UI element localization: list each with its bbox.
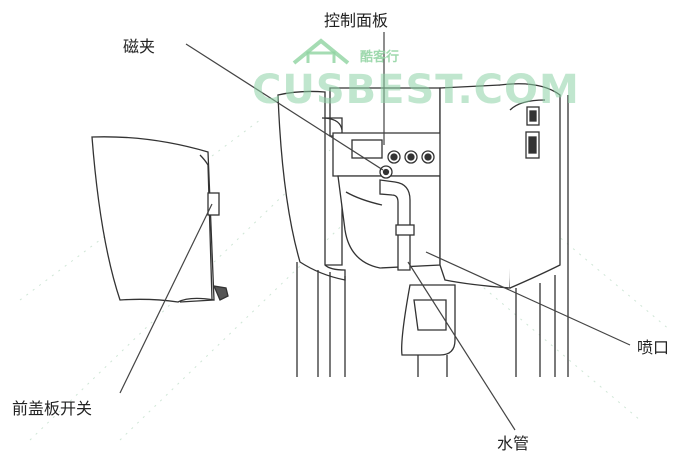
label-water-pipe: 水管 [497, 434, 530, 453]
leader-nozzle [425, 251, 631, 346]
label-control-panel: 控制面板 [324, 11, 389, 30]
label-magnet-clip: 磁夹 [123, 37, 156, 56]
machine-body [277, 83, 569, 377]
leader-lines [119, 32, 631, 431]
watermark: 酷客行 CUSBEST.COM [252, 37, 592, 117]
watermark-text: CUSBEST.COM [252, 67, 580, 113]
label-front-cover-switch: 前盖板开关 [12, 399, 93, 418]
leader-magnet [185, 43, 384, 171]
leader-front-cover-switch [119, 203, 213, 394]
front-cover-part [91, 136, 229, 303]
leader-water-pipe [407, 261, 516, 431]
house-logo-icon [292, 38, 350, 65]
label-nozzle: 喷口 [637, 338, 670, 357]
watermark-logo-text: 酷客行 [360, 50, 400, 65]
